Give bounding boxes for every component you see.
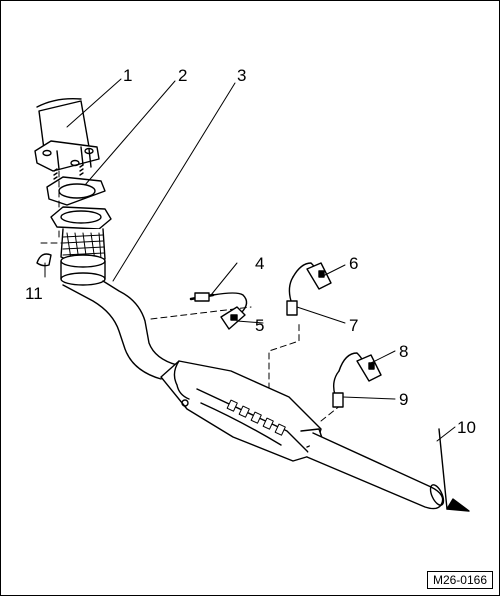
clip: [36, 253, 52, 267]
front-pipe: [62, 280, 178, 380]
callout-3: 3: [237, 66, 246, 85]
callout-5: 5: [255, 316, 264, 335]
callout-1: 1: [123, 66, 132, 85]
callout-10: 10: [457, 418, 476, 437]
oxygen-sensor-c: [332, 352, 382, 408]
oxygen-sensor-b: [286, 262, 332, 316]
callout-8: 8: [399, 342, 408, 361]
direction-arrow: [438, 428, 470, 512]
leader-lines: [44, 78, 456, 442]
flex-pipe: [50, 206, 112, 286]
manifold-flange: [34, 97, 100, 180]
callout-2: 2: [178, 66, 187, 85]
oxygen-sensor-a: [189, 292, 248, 330]
tail-pipe: [306, 432, 445, 510]
callout-9: 9: [399, 390, 408, 409]
gasket: [46, 176, 106, 206]
callout-6: 6: [349, 254, 358, 273]
callouts: 1 2 3 4 5 6 7 8 9 10 11: [25, 66, 476, 437]
callout-11: 11: [25, 284, 43, 303]
callout-4: 4: [255, 254, 264, 273]
callout-7: 7: [349, 316, 358, 335]
catalytic-converter: [160, 360, 324, 462]
figure-code: M26-0166: [426, 571, 493, 589]
